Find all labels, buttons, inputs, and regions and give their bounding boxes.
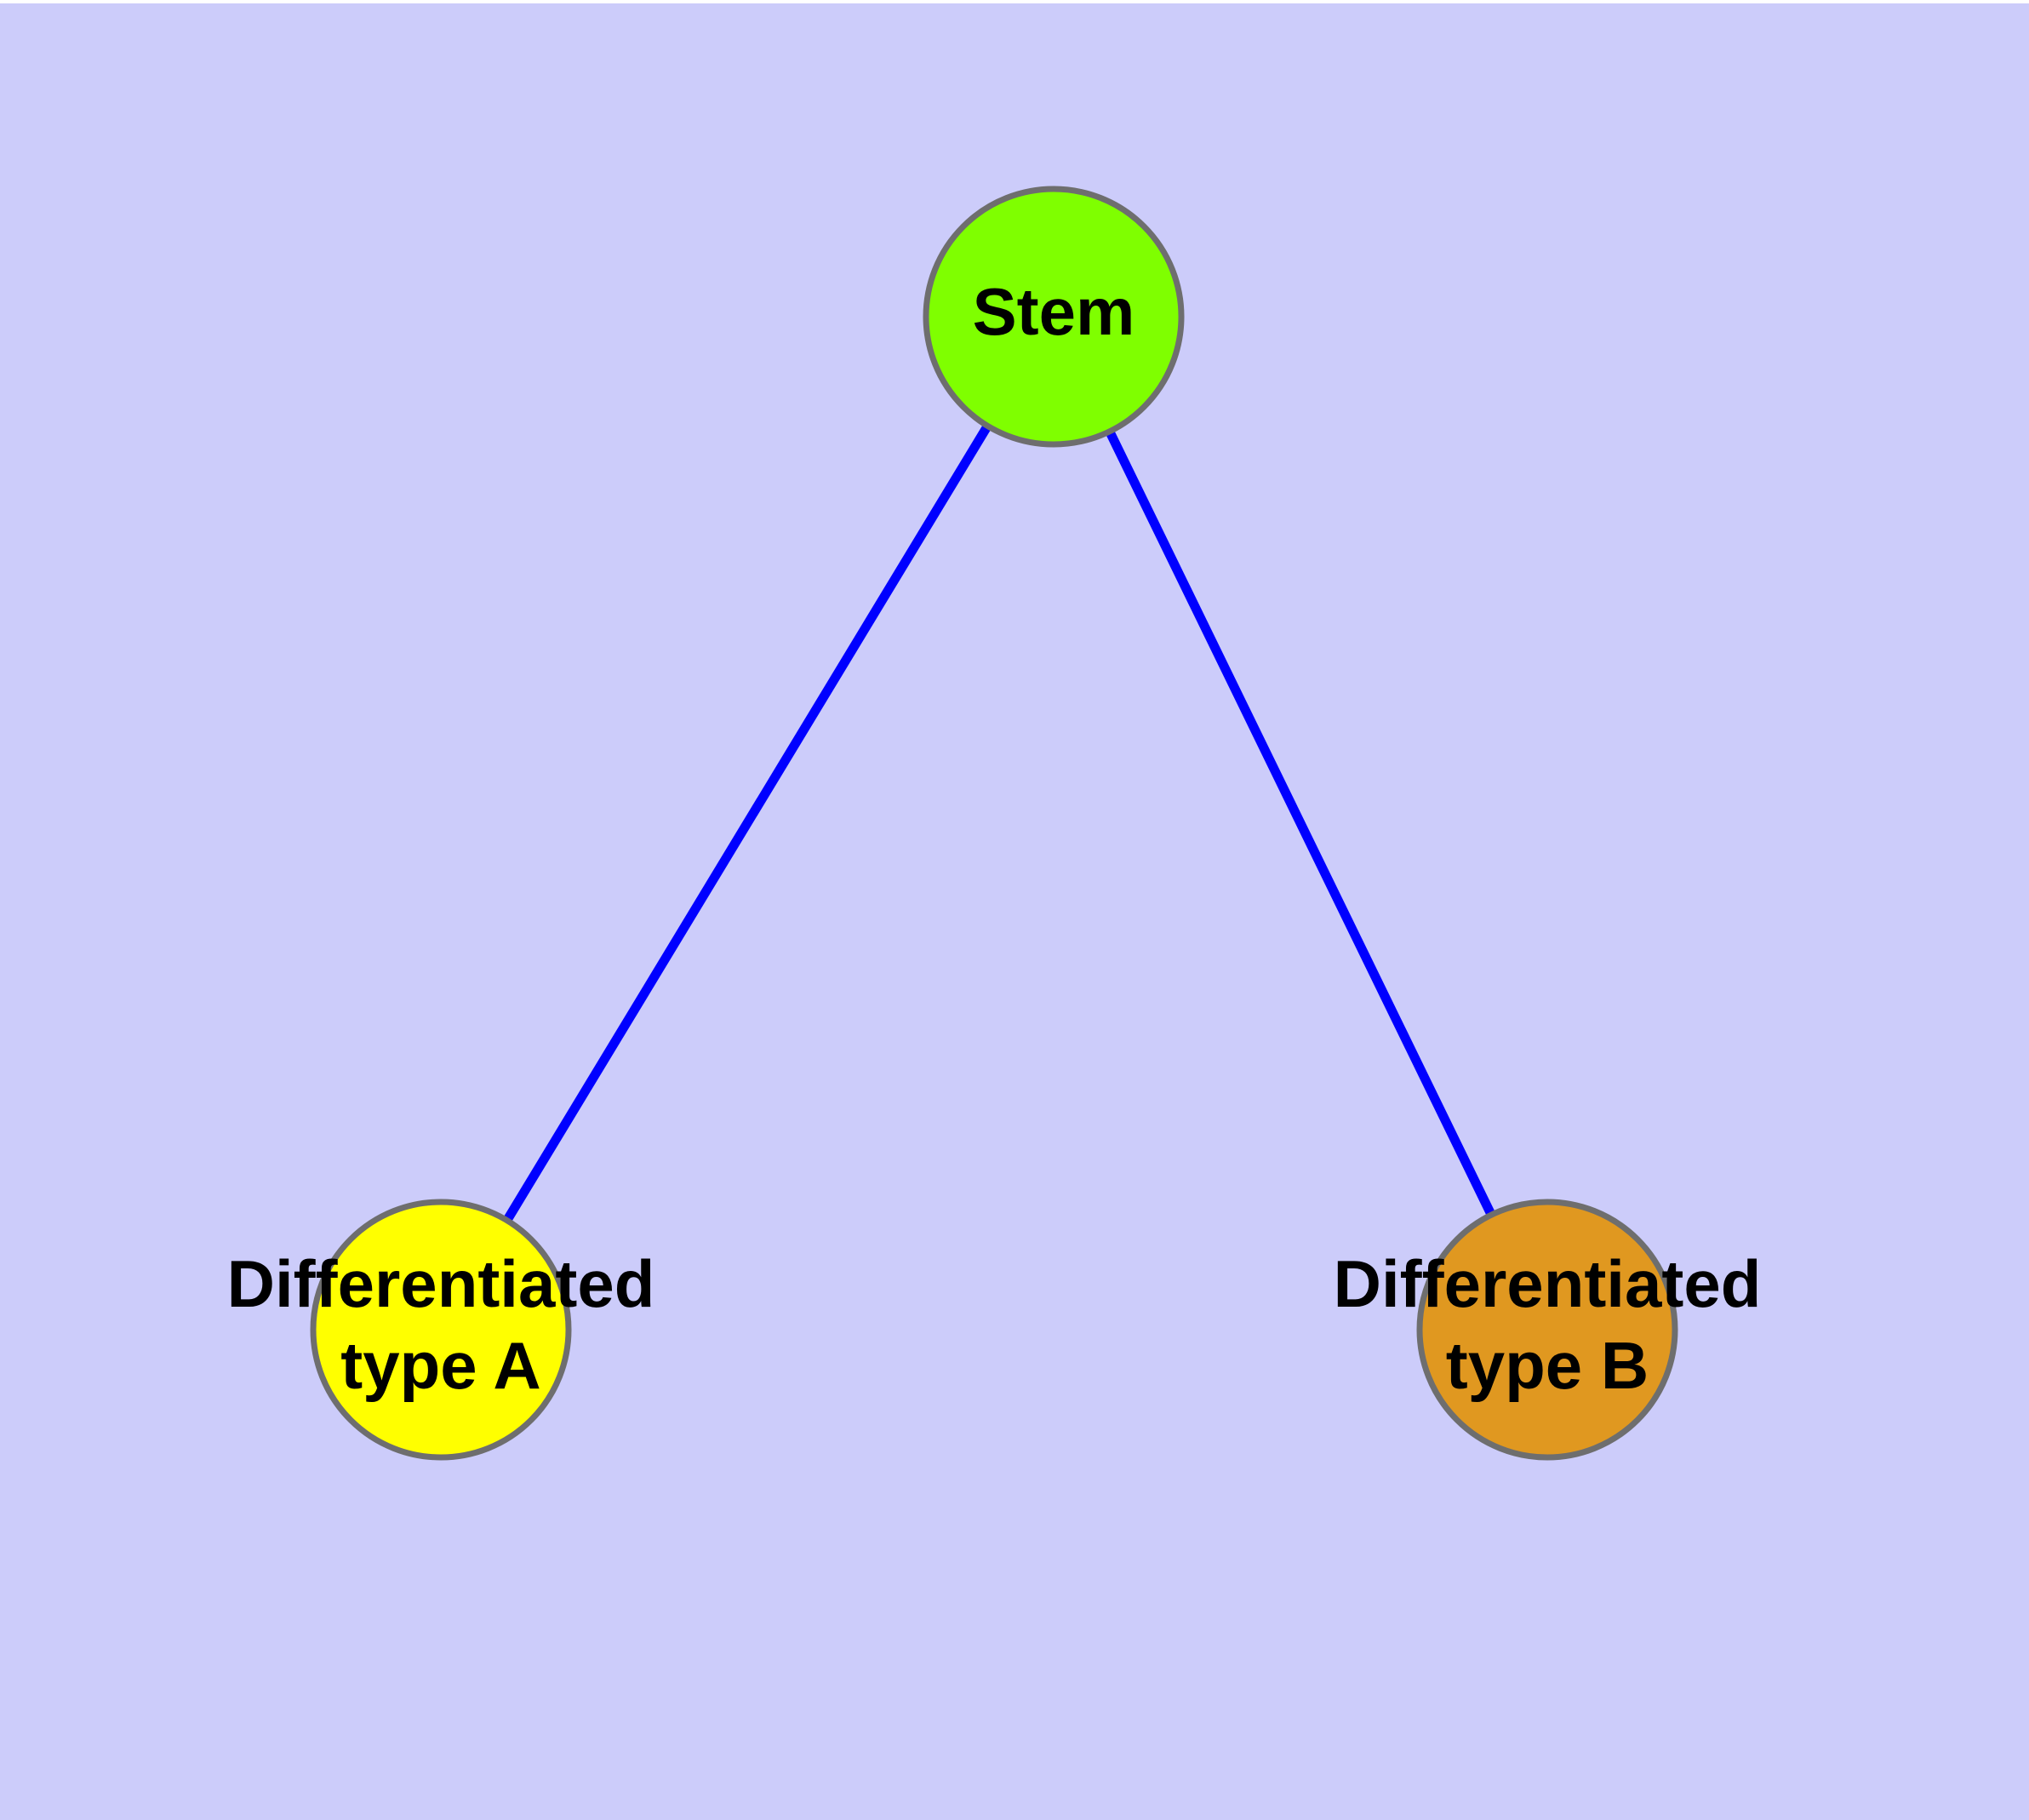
nodes-layer: [310, 186, 1678, 1461]
graph-node-diff_a[interactable]: [310, 1199, 572, 1461]
graph-node-label-line: type B: [1446, 1328, 1649, 1403]
graph-node-label-line: Differentiated: [227, 1246, 655, 1321]
graph-node-stem[interactable]: [923, 186, 1185, 448]
graph-edge: [1049, 314, 1552, 1332]
edges-layer: [437, 314, 1552, 1332]
graph-node-label-stem: Stem: [973, 274, 1135, 349]
graph-node-label-line: Differentiated: [1334, 1246, 1762, 1321]
graph-node-label-line: type A: [340, 1328, 541, 1403]
graph-node-label-line: Stem: [973, 274, 1135, 349]
graph-edge: [437, 314, 1058, 1332]
graph-node-diff_b[interactable]: [1416, 1199, 1678, 1461]
